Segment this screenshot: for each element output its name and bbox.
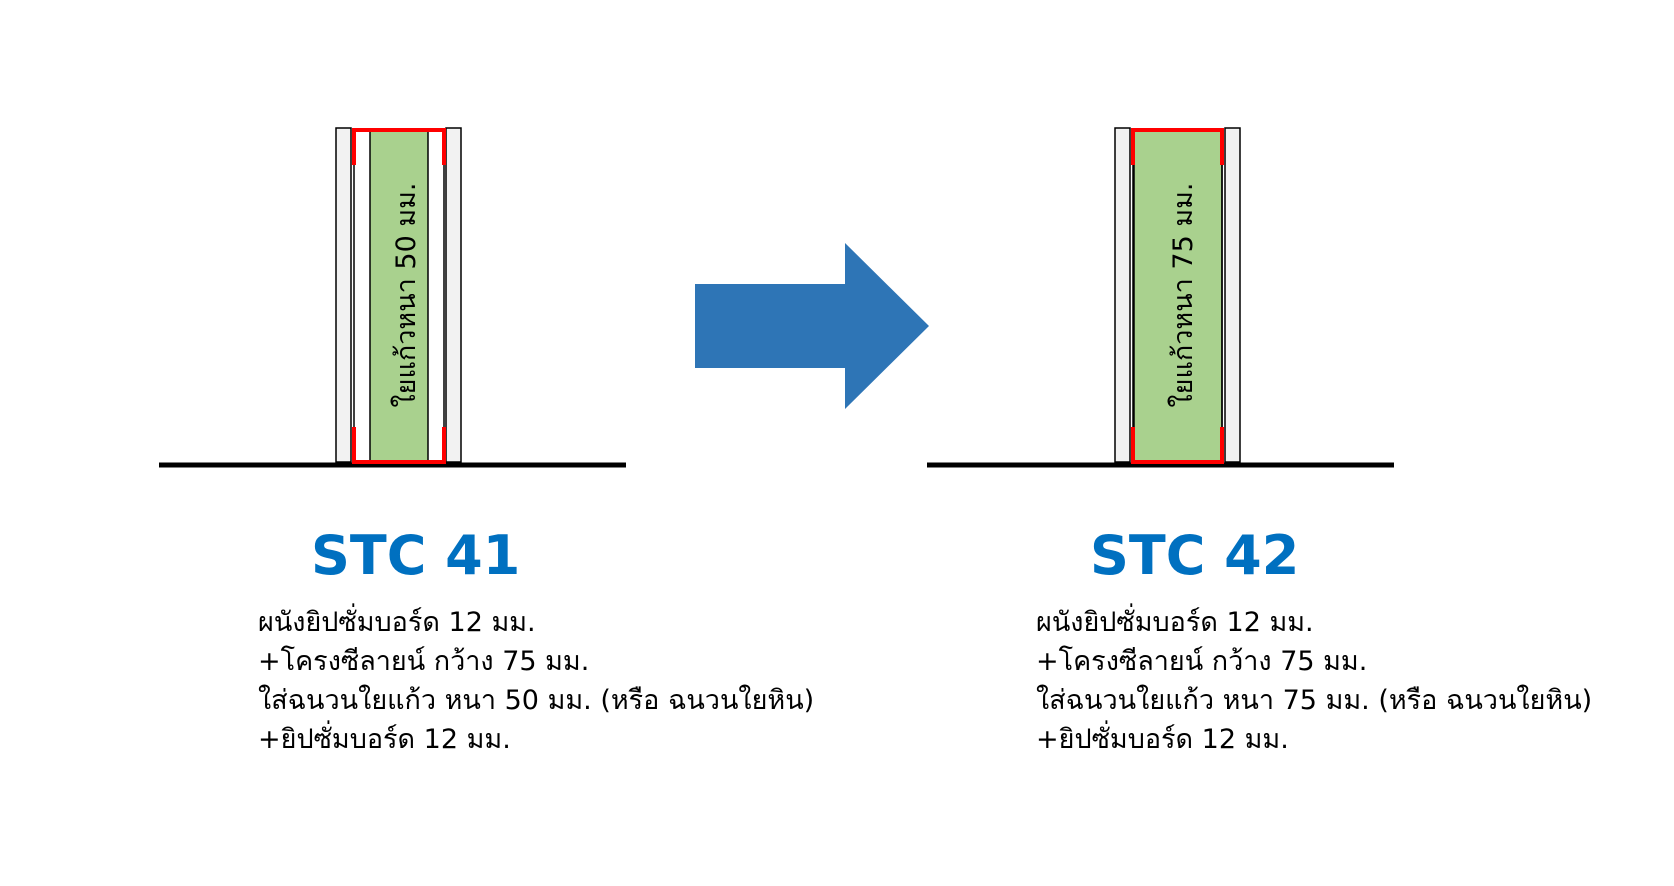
left-spec-line: +ยิปซั่มบอร์ด 12 มม. xyxy=(258,724,511,755)
right-spec-line: +โครงซีลายน์ กว้าง 75 มม. xyxy=(1036,646,1368,677)
left-c-stud-top xyxy=(352,128,446,165)
left-stc-title: STC 41 xyxy=(311,524,521,587)
left-spec-line: ผนังยิปซั่มบอร์ด 12 มม. xyxy=(258,607,536,638)
right-wall-section: ใยแก้วหนา 75 มม. xyxy=(927,127,1394,468)
left-gypsum-board-inner xyxy=(445,127,462,463)
left-c-stud-bottom xyxy=(352,427,446,464)
right-spec-list: ผนังยิปซั่มบอร์ด 12 มม. +โครงซีลายน์ กว้… xyxy=(1036,603,1592,759)
right-gypsum-board-outer xyxy=(1114,127,1131,463)
left-spec-line: +โครงซีลายน์ กว้าง 75 มม. xyxy=(258,646,590,677)
left-gypsum-board-outer xyxy=(335,127,352,463)
right-stc-title: STC 42 xyxy=(1090,524,1300,587)
right-gypsum-board-inner xyxy=(1224,127,1241,463)
right-spec-line: +ยิปซั่มบอร์ด 12 มม. xyxy=(1036,724,1289,755)
left-wall-section: ใยแก้วหนา 50 มม. xyxy=(159,127,626,468)
left-spec-line: ใส่ฉนวนใยแก้ว หนา 50 มม. (หรือ ฉนวนใยหิน… xyxy=(258,685,815,716)
left-insulation-label: ใยแก้วหนา 50 มม. xyxy=(390,182,422,407)
right-spec-line: ใส่ฉนวนใยแก้ว หนา 75 มม. (หรือ ฉนวนใยหิน… xyxy=(1036,685,1593,716)
right-spec-line: ผนังยิปซั่มบอร์ด 12 มม. xyxy=(1036,607,1314,638)
right-insulation-label: ใยแก้วหนา 75 มม. xyxy=(1167,182,1199,407)
right-arrow-icon xyxy=(695,243,929,409)
right-c-stud-top xyxy=(1131,128,1224,165)
left-spec-list: ผนังยิปซั่มบอร์ด 12 มม. +โครงซีลายน์ กว้… xyxy=(258,603,814,759)
right-c-stud-bottom xyxy=(1131,427,1224,464)
